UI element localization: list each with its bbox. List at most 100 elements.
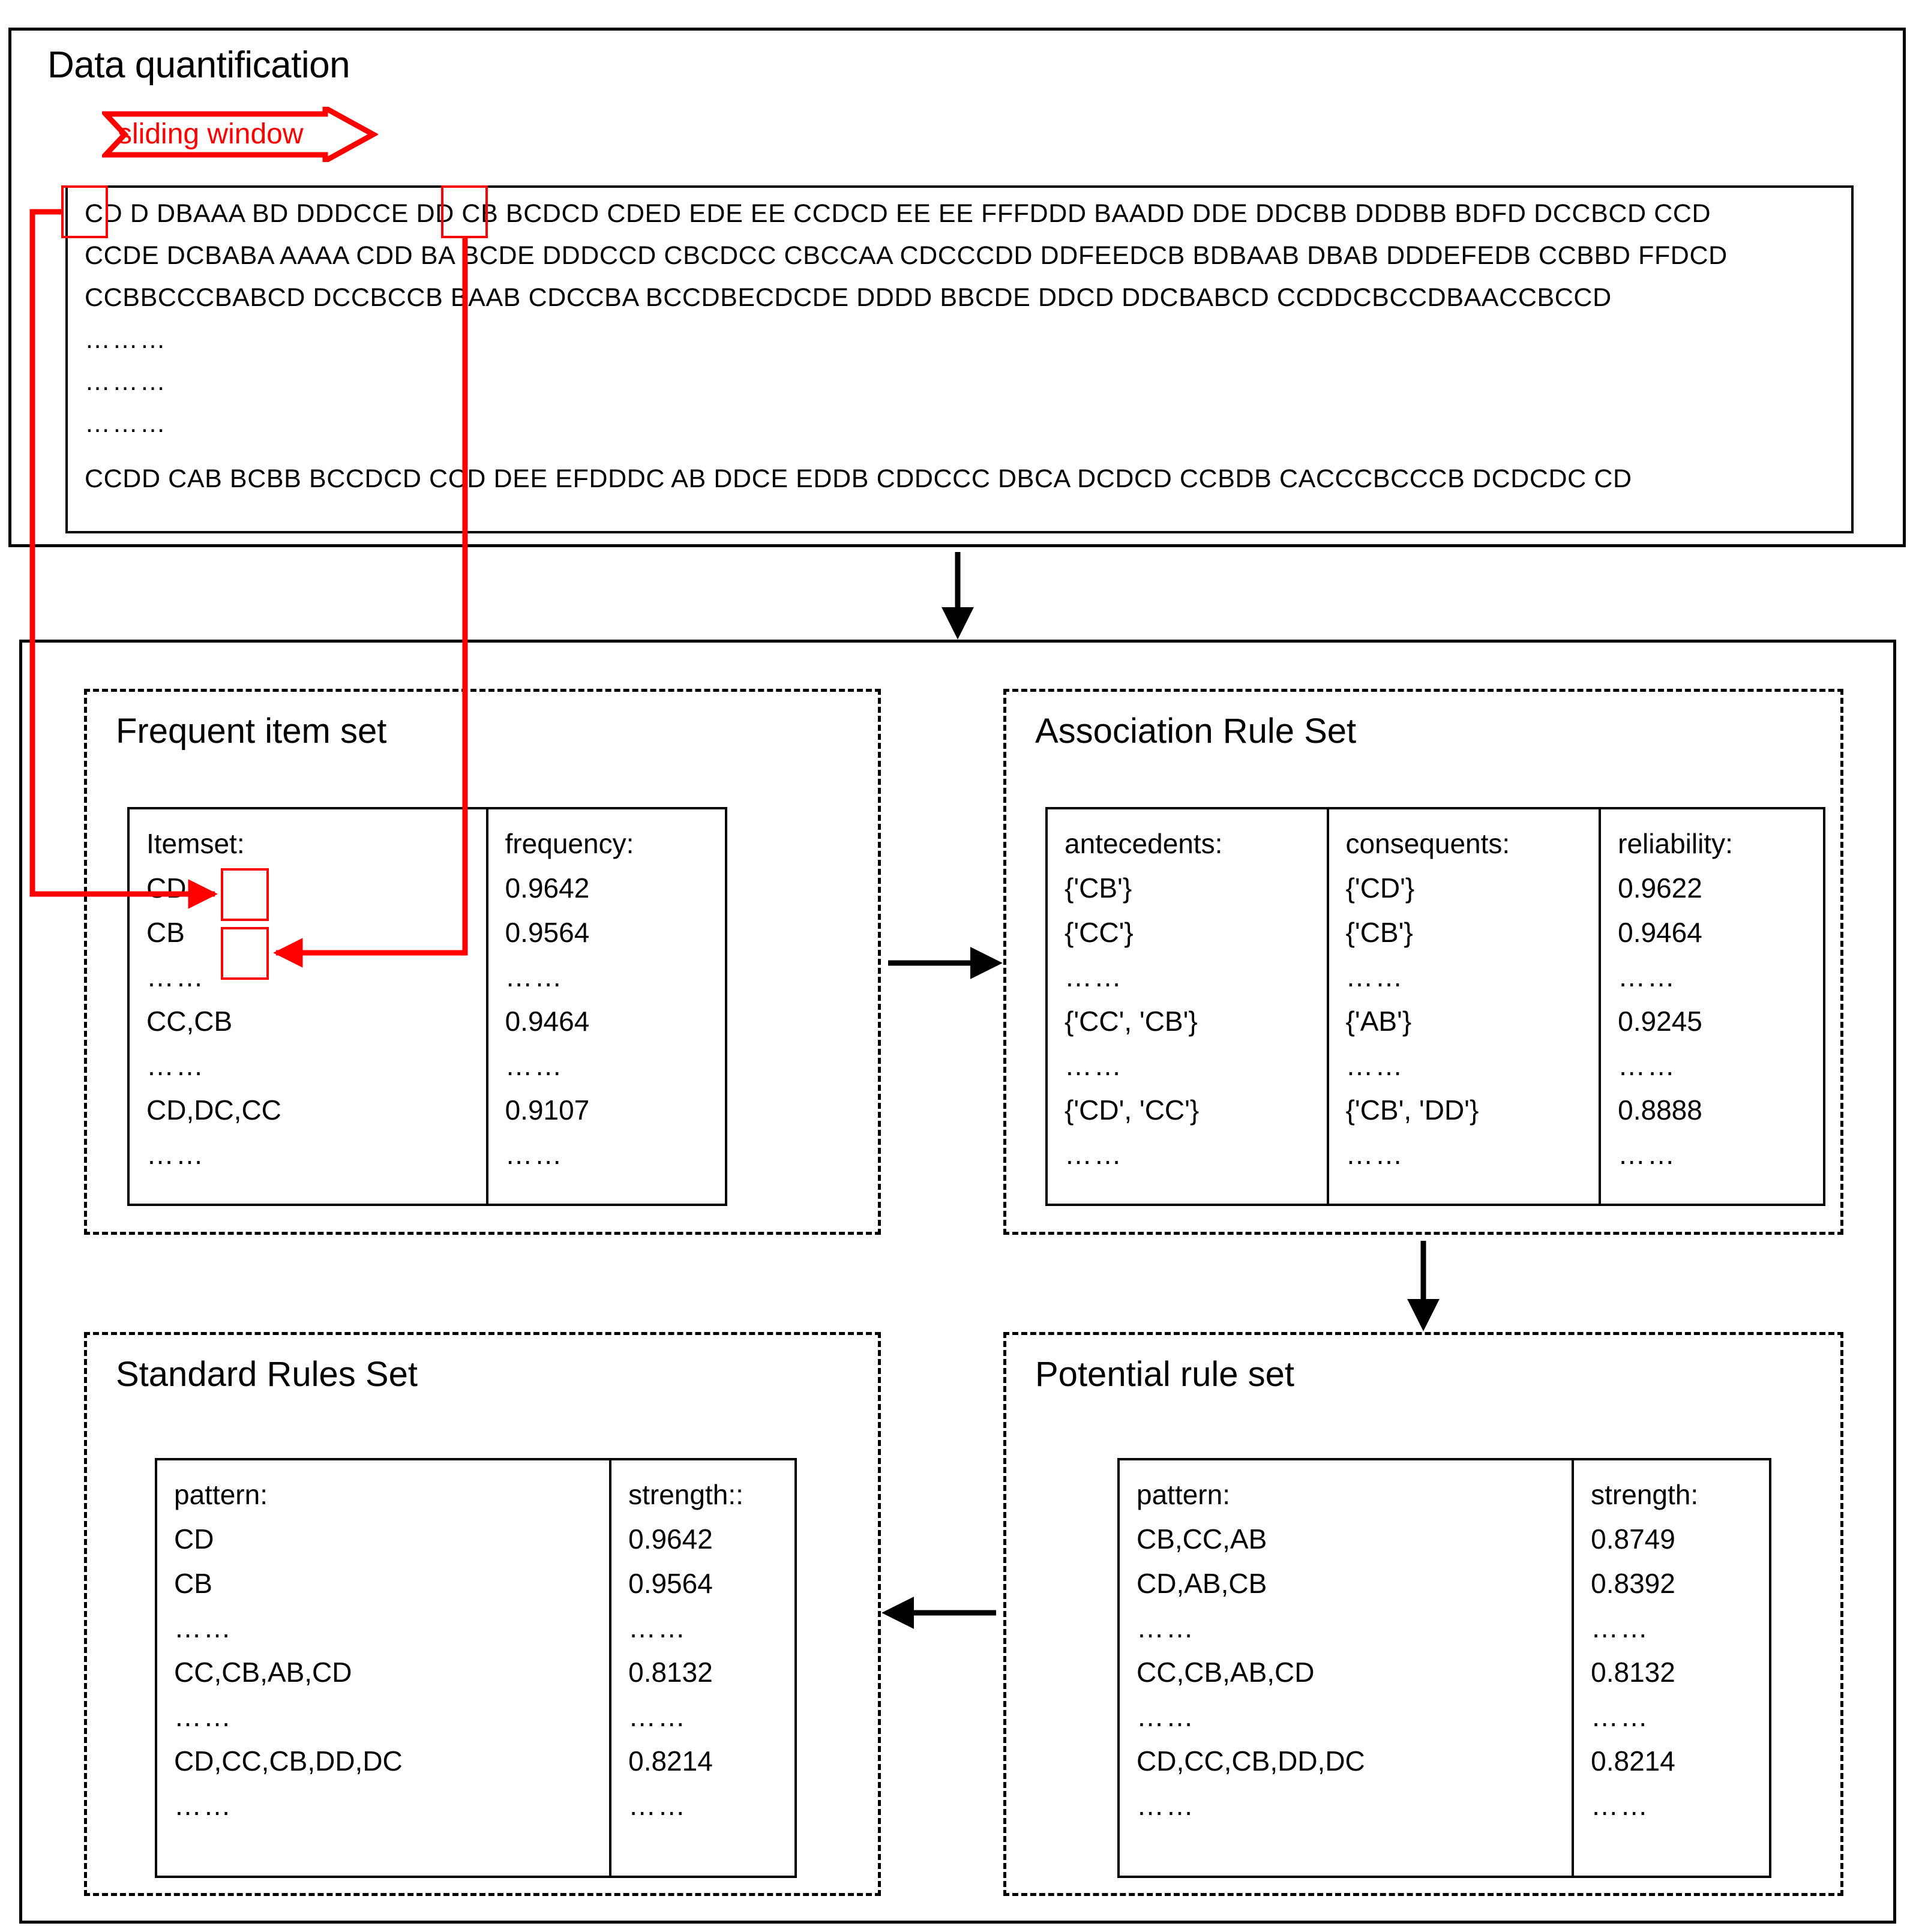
highlight-box-cb-sequence	[441, 185, 488, 238]
frequent-item-set-table: Itemset: CD CB …… CC,CB …… CD,DC,CC …… f…	[127, 807, 727, 1206]
column-header: strength::	[628, 1479, 743, 1510]
table-cell: CC,CB,AB,CD	[1137, 1657, 1315, 1688]
column-header: antecedents:	[1065, 828, 1223, 859]
table-cell-ellipsis: ……	[1065, 1139, 1123, 1170]
table-cell-ellipsis: ……	[146, 1139, 205, 1170]
sequence-data-box: CD D DBAAA BD DDDCCE DD CB BCDCD CDED ED…	[65, 185, 1854, 533]
table-cell: 0.9245	[1618, 1006, 1702, 1037]
table-column-strength: strength: 0.8749 0.8392 …… 0.8132 …… 0.8…	[1574, 1460, 1769, 1876]
sequence-row: CD D DBAAA BD DDDCCE DD CB BCDCD CDED ED…	[85, 199, 1711, 228]
table-cell-ellipsis: ……	[505, 1139, 564, 1170]
column-header: frequency:	[505, 828, 634, 859]
table-cell-ellipsis: ……	[1345, 1050, 1405, 1081]
association-rule-set-title: Association Rule Set	[1035, 712, 1357, 751]
table-column-antecedents: antecedents: {'CB'} {'CC'} …… {'CC', 'CB…	[1048, 809, 1329, 1204]
table-cell-ellipsis: ……	[1618, 961, 1677, 992]
column-header: Itemset:	[146, 828, 245, 859]
sequence-ellipsis: ………	[85, 325, 167, 354]
table-cell: {'AB'}	[1345, 1006, 1412, 1037]
table-column-itemset: Itemset: CD CB …… CC,CB …… CD,DC,CC ……	[130, 809, 488, 1204]
table-cell: CD,DC,CC	[146, 1094, 281, 1126]
table-cell: {'CB'}	[1345, 917, 1413, 948]
table-cell-ellipsis: ……	[1591, 1701, 1650, 1732]
table-cell: {'CC'}	[1065, 917, 1134, 948]
column-header: pattern:	[1137, 1479, 1230, 1510]
table-column-pattern: pattern: CB,CC,AB CD,AB,CB …… CC,CB,AB,C…	[1120, 1460, 1575, 1876]
sequence-ellipsis: ………	[85, 367, 167, 396]
table-cell-ellipsis: ……	[146, 1050, 205, 1081]
table-cell: {'CC', 'CB'}	[1065, 1006, 1198, 1037]
table-cell-ellipsis: ……	[1065, 961, 1123, 992]
sequence-ellipsis: ………	[85, 409, 167, 438]
column-header: reliability:	[1618, 828, 1733, 859]
table-cell: 0.8132	[1591, 1657, 1675, 1688]
table-cell: 0.8392	[1591, 1568, 1675, 1599]
table-cell-ellipsis: ……	[1065, 1050, 1123, 1081]
table-cell-ellipsis: ……	[1345, 1139, 1405, 1170]
table-cell: 0.8214	[628, 1745, 713, 1777]
table-cell-ellipsis: ……	[1137, 1612, 1195, 1643]
table-column-pattern: pattern: CD CB …… CC,CB,AB,CD …… CD,CC,C…	[157, 1460, 612, 1876]
table-cell-ellipsis: ……	[628, 1790, 688, 1821]
table-cell-ellipsis: ……	[1345, 961, 1405, 992]
table-cell: 0.9564	[628, 1568, 713, 1599]
table-cell: 0.9564	[505, 917, 590, 948]
table-cell: CD,CC,CB,DD,DC	[1137, 1745, 1365, 1777]
column-header: strength:	[1591, 1479, 1699, 1510]
table-cell: CD	[146, 872, 187, 904]
table-cell: CD	[174, 1523, 214, 1555]
sequence-row: CCDE DCBABA AAAA CDD BA BCDE DDDCCD CBCD…	[85, 241, 1728, 270]
table-cell: 0.8749	[1591, 1523, 1675, 1555]
table-cell: CC,CB	[146, 1006, 233, 1037]
column-header: pattern:	[174, 1479, 268, 1510]
table-cell-ellipsis: ……	[146, 961, 205, 992]
table-cell: 0.9642	[628, 1523, 713, 1555]
table-cell: 0.8888	[1618, 1094, 1702, 1126]
table-cell-ellipsis: ……	[1618, 1139, 1677, 1170]
table-cell-ellipsis: ……	[1137, 1790, 1195, 1821]
table-cell-ellipsis: ……	[628, 1701, 688, 1732]
table-cell-ellipsis: ……	[1618, 1050, 1677, 1081]
table-cell: 0.9464	[505, 1006, 590, 1037]
sliding-window-label: sliding window	[118, 118, 304, 150]
sequence-row: CCBBCCCBABCD DCCBCCB BAAB CDCCBA BCCDBEC…	[85, 283, 1612, 312]
potential-rule-set-title: Potential rule set	[1035, 1355, 1295, 1394]
table-cell: CD,CC,CB,DD,DC	[174, 1745, 403, 1777]
table-cell: CB,CC,AB	[1137, 1523, 1267, 1555]
highlight-box-cd-sequence	[61, 185, 108, 238]
association-rule-set-table: antecedents: {'CB'} {'CC'} …… {'CC', 'CB…	[1045, 807, 1825, 1206]
table-cell: 0.9464	[1618, 917, 1702, 948]
table-cell-ellipsis: ……	[1591, 1790, 1650, 1821]
table-cell: {'CB', 'DD'}	[1345, 1094, 1479, 1126]
sliding-window-arrow	[102, 107, 378, 162]
standard-rules-set-title: Standard Rules Set	[116, 1355, 418, 1394]
potential-rule-set-table: pattern: CB,CC,AB CD,AB,CB …… CC,CB,AB,C…	[1117, 1458, 1771, 1878]
table-column-consequents: consequents: {'CD'} {'CB'} …… {'AB'} …… …	[1329, 809, 1602, 1204]
table-cell-ellipsis: ……	[1137, 1701, 1195, 1732]
table-cell: CB	[174, 1568, 212, 1599]
table-column-reliability: reliability: 0.9622 0.9464 …… 0.9245 …… …	[1601, 809, 1823, 1204]
table-cell-ellipsis: ……	[1591, 1612, 1650, 1643]
table-cell: {'CD'}	[1345, 872, 1415, 904]
table-cell: CC,CB,AB,CD	[174, 1657, 352, 1688]
data-quantification-panel: Data quantification CD D DBAAA BD DDDCCE…	[8, 28, 1906, 547]
column-header: consequents:	[1345, 828, 1510, 859]
table-cell: 0.8132	[628, 1657, 713, 1688]
table-cell-ellipsis: ……	[505, 1050, 564, 1081]
table-cell-ellipsis: ……	[174, 1701, 233, 1732]
table-cell-ellipsis: ……	[505, 961, 564, 992]
table-cell: CD,AB,CB	[1137, 1568, 1267, 1599]
table-cell-ellipsis: ……	[174, 1612, 233, 1643]
table-cell: {'CB'}	[1065, 872, 1132, 904]
table-cell: CB	[146, 917, 185, 948]
table-cell: 0.9107	[505, 1094, 590, 1126]
table-cell: 0.9622	[1618, 872, 1702, 904]
table-cell: 0.9642	[505, 872, 590, 904]
table-cell-ellipsis: ……	[628, 1612, 688, 1643]
highlight-box-cd-itemset	[221, 868, 269, 921]
table-cell: 0.8214	[1591, 1745, 1675, 1777]
sequence-row: CCDD CAB BCBB BCCDCD CCD DEE EFDDDC AB D…	[85, 464, 1632, 493]
table-column-frequency: frequency: 0.9642 0.9564 …… 0.9464 …… 0.…	[488, 809, 725, 1204]
table-cell: {'CD', 'CC'}	[1065, 1094, 1200, 1126]
page-title: Data quantification	[47, 44, 350, 86]
